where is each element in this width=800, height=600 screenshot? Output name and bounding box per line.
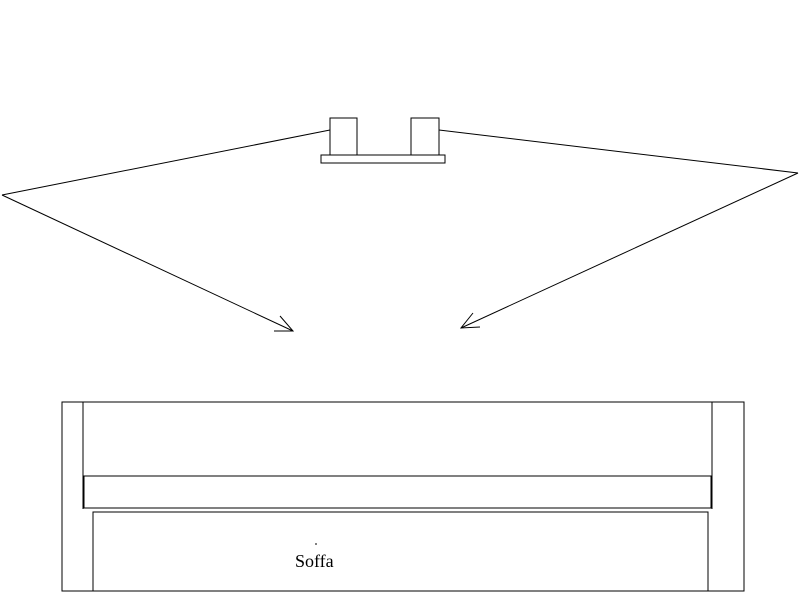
speaker-setup — [320, 117, 446, 164]
right-reflected-ray — [460, 172, 799, 329]
left-reflection-path — [1, 129, 331, 332]
speaker-stand — [320, 154, 446, 164]
left-arrowhead — [274, 315, 295, 332]
sofa-outline — [61, 401, 745, 592]
left-incident-ray — [1, 129, 331, 196]
sofa-backrest-cushion — [83, 475, 712, 509]
right-reflection-path — [438, 129, 799, 329]
left-reflected-ray — [1, 194, 294, 332]
sofa — [61, 401, 745, 592]
sofa-label: Soffa — [295, 551, 334, 571]
right-incident-ray — [438, 129, 799, 174]
sofa-seat-cushion — [92, 511, 709, 592]
right-speaker — [410, 117, 440, 156]
left-speaker — [329, 117, 358, 156]
right-arrowhead — [459, 312, 481, 329]
